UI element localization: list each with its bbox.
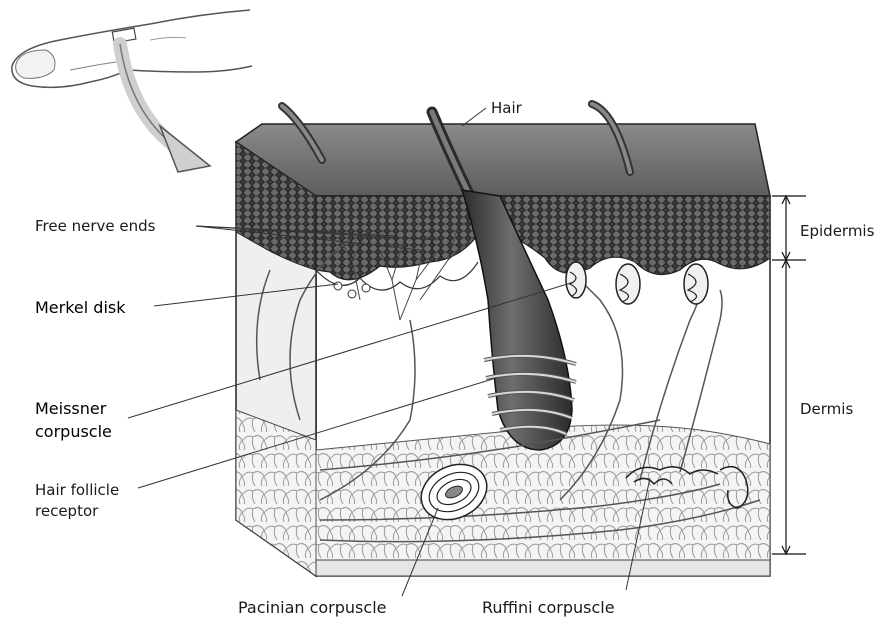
layer-brackets: [772, 196, 806, 554]
label-hair: Hair: [491, 99, 522, 118]
label-ruffini-corpuscle: Ruffini corpuscle: [482, 598, 615, 618]
label-pacinian-corpuscle: Pacinian corpuscle: [238, 598, 386, 618]
label-merkel-disk: Merkel disk: [35, 298, 126, 318]
label-hair-follicle-line2: receptor: [35, 502, 98, 521]
label-meissner-line2: corpuscle: [35, 422, 112, 442]
label-epidermis: Epidermis: [800, 222, 874, 241]
label-free-nerve-ends: Free nerve ends: [35, 217, 155, 236]
label-hair-follicle-line1: Hair follicle: [35, 481, 119, 500]
label-meissner-line1: Meissner: [35, 399, 106, 419]
label-dermis: Dermis: [800, 400, 853, 419]
